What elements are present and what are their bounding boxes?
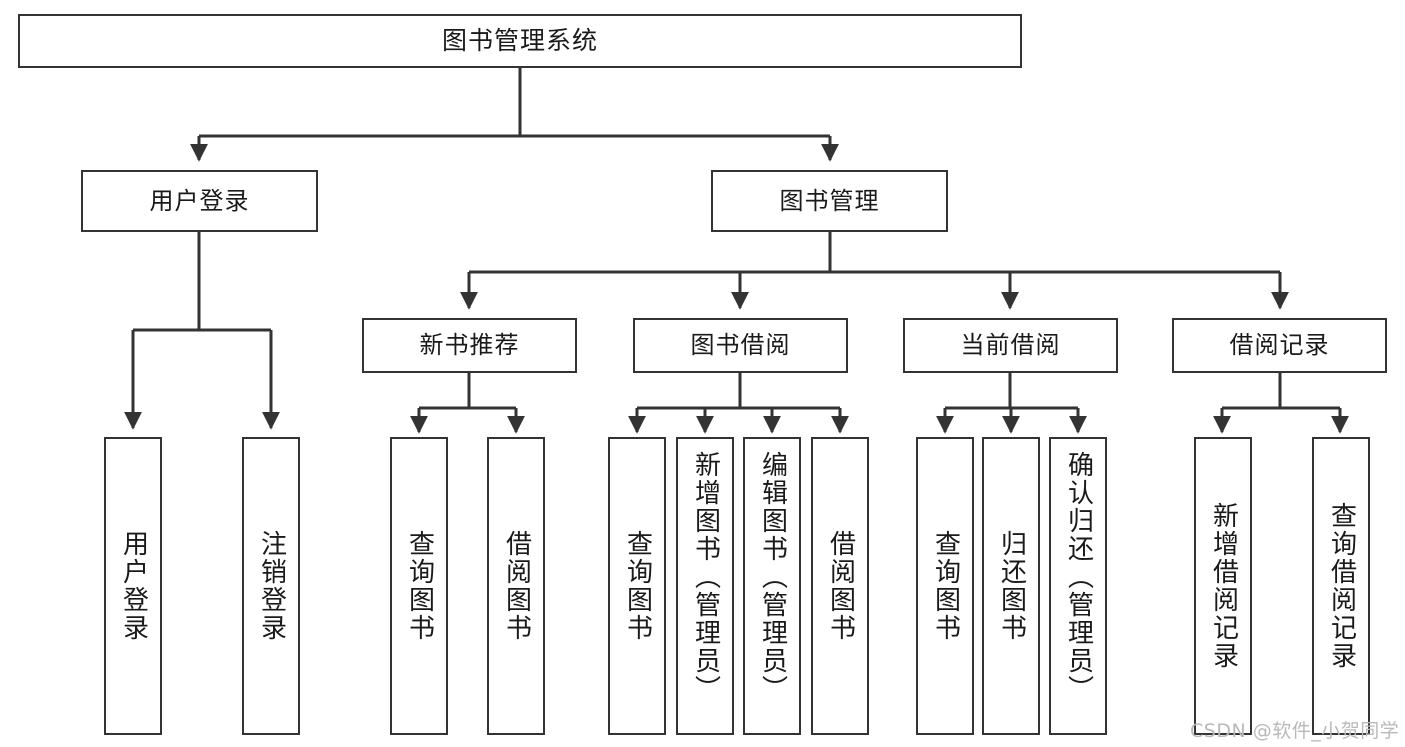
csdn-watermark: CSDN @软件_小贺同学 (1190, 720, 1400, 742)
node-label: 新增借阅记录 (1208, 502, 1239, 670)
node-label: 图书管理 (779, 186, 880, 215)
node-new-book-recommendation[interactable]: 新书推荐 (362, 318, 577, 373)
leaf-query-books-borrow[interactable]: 查询图书 (608, 437, 666, 735)
node-label: 图书管理系统 (441, 26, 598, 55)
node-label: 用户登录 (118, 530, 149, 642)
node-label: 借阅图书 (501, 530, 532, 642)
node-label: 新书推荐 (419, 331, 520, 360)
node-root-book-management-system[interactable]: 图书管理系统 (18, 14, 1022, 68)
leaf-user-login[interactable]: 用户登录 (104, 437, 162, 735)
leaf-confirm-return-admin[interactable]: 确认归还（管理员） (1049, 437, 1107, 735)
node-label: 编辑图书（管理员） (757, 451, 788, 703)
node-book-management[interactable]: 图书管理 (711, 170, 948, 232)
node-label: 查询借阅记录 (1326, 502, 1357, 670)
node-current-borrowing[interactable]: 当前借阅 (903, 318, 1118, 373)
node-label: 查询图书 (622, 530, 653, 642)
leaf-query-books-current[interactable]: 查询图书 (916, 437, 974, 735)
leaf-borrow-books[interactable]: 借阅图书 (811, 437, 869, 735)
leaf-logout[interactable]: 注销登录 (242, 437, 300, 735)
node-book-borrowing[interactable]: 图书借阅 (633, 318, 848, 373)
node-borrowing-records[interactable]: 借阅记录 (1172, 318, 1387, 373)
node-user-login[interactable]: 用户登录 (81, 170, 318, 232)
leaf-query-books-new[interactable]: 查询图书 (390, 437, 448, 735)
leaf-add-book-admin[interactable]: 新增图书（管理员） (676, 437, 734, 735)
leaf-query-borrow-record[interactable]: 查询借阅记录 (1312, 437, 1370, 735)
node-label: 查询图书 (930, 530, 961, 642)
leaf-edit-book-admin[interactable]: 编辑图书（管理员） (743, 437, 801, 735)
node-label: 归还图书 (996, 530, 1027, 642)
node-label: 查询图书 (404, 530, 435, 642)
node-label: 确认归还（管理员） (1063, 451, 1094, 703)
node-label: 借阅图书 (825, 530, 856, 642)
node-label: 图书借阅 (690, 331, 791, 360)
node-label: 注销登录 (256, 530, 287, 642)
leaf-return-books[interactable]: 归还图书 (982, 437, 1040, 735)
node-label: 当前借阅 (960, 331, 1061, 360)
leaf-borrow-books-new[interactable]: 借阅图书 (487, 437, 545, 735)
node-label: 用户登录 (149, 186, 250, 215)
leaf-add-borrow-record[interactable]: 新增借阅记录 (1194, 437, 1252, 735)
node-label: 新增图书（管理员） (690, 451, 721, 703)
node-label: 借阅记录 (1229, 331, 1330, 360)
